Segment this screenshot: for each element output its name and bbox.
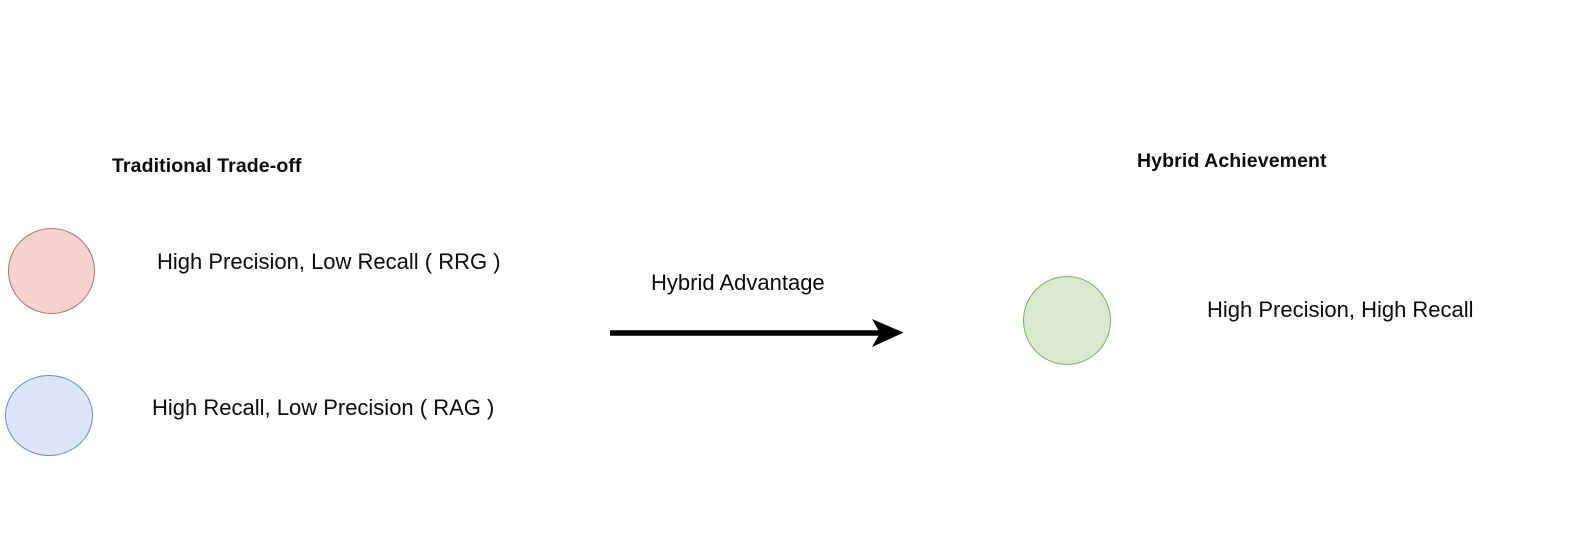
node-label-rrg: High Precision, Low Recall ( RRG ): [157, 249, 501, 274]
arrow-right-icon: [610, 319, 904, 347]
node-label-rag: High Recall, Low Precision ( RAG ): [152, 395, 495, 420]
group-title-traditional: Traditional Trade-off: [112, 155, 302, 177]
node-circle-hybrid[interactable]: [1023, 276, 1111, 365]
group-title-hybrid: Hybrid Achievement: [1137, 150, 1327, 172]
node-label-hybrid: High Precision, High Recall: [1207, 297, 1474, 322]
node-circle-rrg[interactable]: [8, 228, 95, 314]
connector-label-hybrid-advantage: Hybrid Advantage: [651, 270, 825, 295]
node-circle-rag[interactable]: [5, 375, 93, 456]
